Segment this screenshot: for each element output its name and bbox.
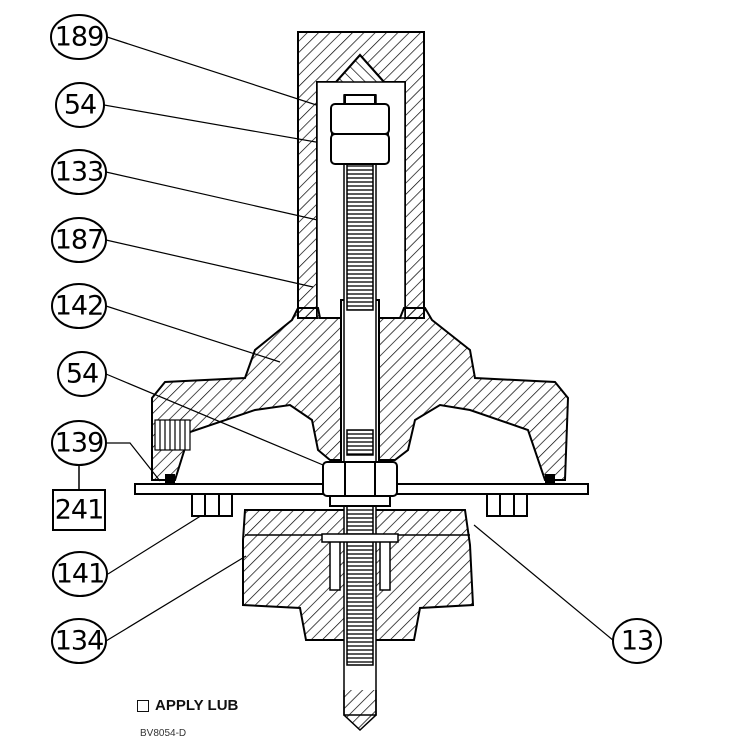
callout-142: 142: [55, 291, 104, 322]
callout-bubble-142: [51, 283, 107, 329]
bolt-heads: [191, 493, 528, 517]
drawing-code: BV8054-D: [140, 728, 187, 739]
knurl-block: [154, 419, 191, 451]
callout-bubble-54a: [55, 82, 105, 128]
callout-189: 189: [55, 22, 104, 53]
seal-right: [545, 474, 555, 484]
callout-187: 187: [55, 225, 104, 256]
callout-134: 134: [55, 626, 104, 657]
callout-bubble-13: [612, 618, 662, 664]
legend-text: APPLY LUB: [155, 697, 239, 714]
callout-54-bottom: 54: [66, 359, 98, 390]
boxed-label-241: 241: [55, 495, 104, 526]
callout-bubble-187: [51, 217, 107, 263]
callout-bubble-189: [50, 14, 108, 60]
callout-bubble-54b: [57, 351, 107, 397]
callout-13: 13: [621, 626, 653, 657]
callout-circles: [50, 14, 662, 664]
callout-bubble-133: [51, 149, 107, 195]
callout-139: 139: [55, 428, 104, 459]
boxed-label-frame: [52, 489, 106, 531]
sleeve: [321, 533, 399, 591]
lower-nut: [322, 461, 398, 507]
callout-141: 141: [56, 559, 105, 590]
seal-left: [165, 474, 175, 484]
callout-133: 133: [55, 157, 104, 188]
callout-54-top: 54: [64, 90, 96, 121]
upper-nuts: [330, 94, 390, 165]
callout-bubble-141: [52, 551, 108, 597]
callout-bubble-134: [51, 618, 107, 664]
threaded-rod: [343, 94, 377, 732]
legend-square-icon: [137, 699, 149, 712]
legend: APPLY LUB: [137, 697, 238, 714]
